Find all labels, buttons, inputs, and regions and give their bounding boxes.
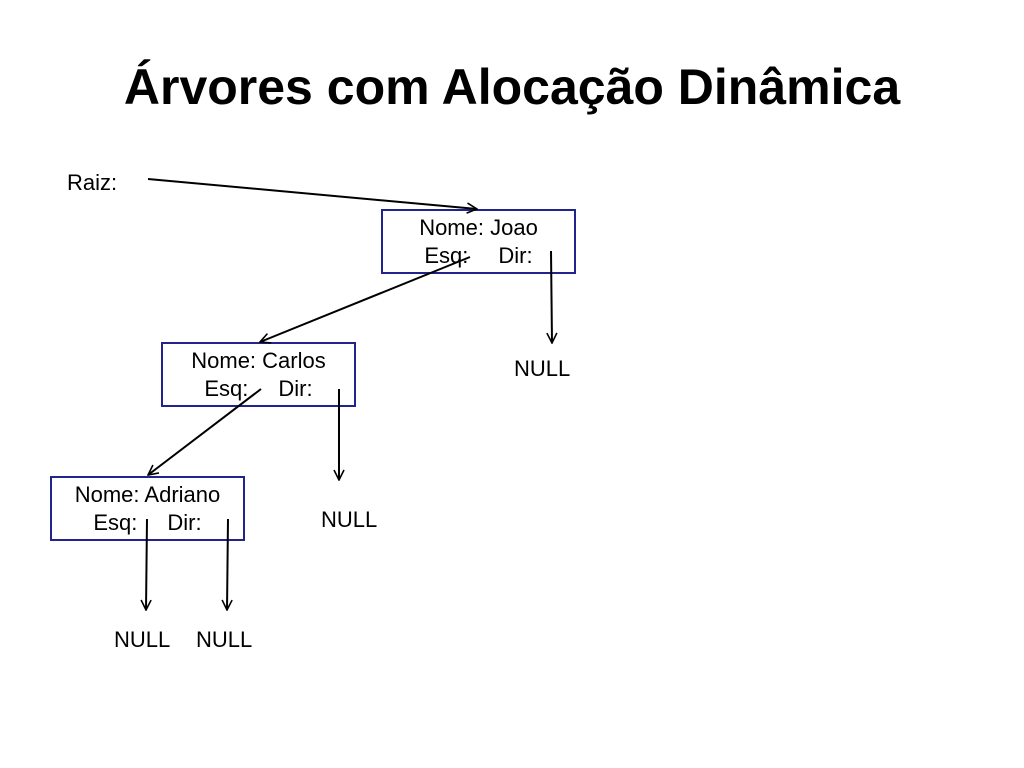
- root-label: Raiz:: [67, 170, 118, 195]
- node-left-label: Esq:: [93, 510, 138, 535]
- tree-node-carlos: Nome: Carlos Esq: Dir:: [161, 342, 356, 407]
- node-right-label: Dir:: [498, 243, 533, 268]
- node-name-label: Nome: Joao: [419, 215, 538, 240]
- null-label-carlos-right: NULL: [321, 507, 378, 532]
- node-right-label: Dir:: [167, 510, 202, 535]
- node-name-label: Nome: Carlos: [191, 348, 326, 373]
- page-title: Árvores com Alocação Dinâmica: [123, 59, 901, 115]
- null-label-adriano-left: NULL: [114, 627, 171, 652]
- node-left-label: Esq:: [204, 376, 249, 401]
- node-name-label: Nome: Adriano: [74, 482, 221, 507]
- node-right-label: Dir:: [278, 376, 313, 401]
- null-label-joao-right: NULL: [514, 356, 571, 381]
- tree-node-adriano: Nome: Adriano Esq: Dir:: [50, 476, 245, 541]
- node-left-label: Esq:: [424, 243, 469, 268]
- null-label-adriano-right: NULL: [196, 627, 253, 652]
- tree-node-joao: Nome: Joao Esq: Dir:: [381, 209, 576, 274]
- root-pointer-arrow: [147, 178, 477, 209]
